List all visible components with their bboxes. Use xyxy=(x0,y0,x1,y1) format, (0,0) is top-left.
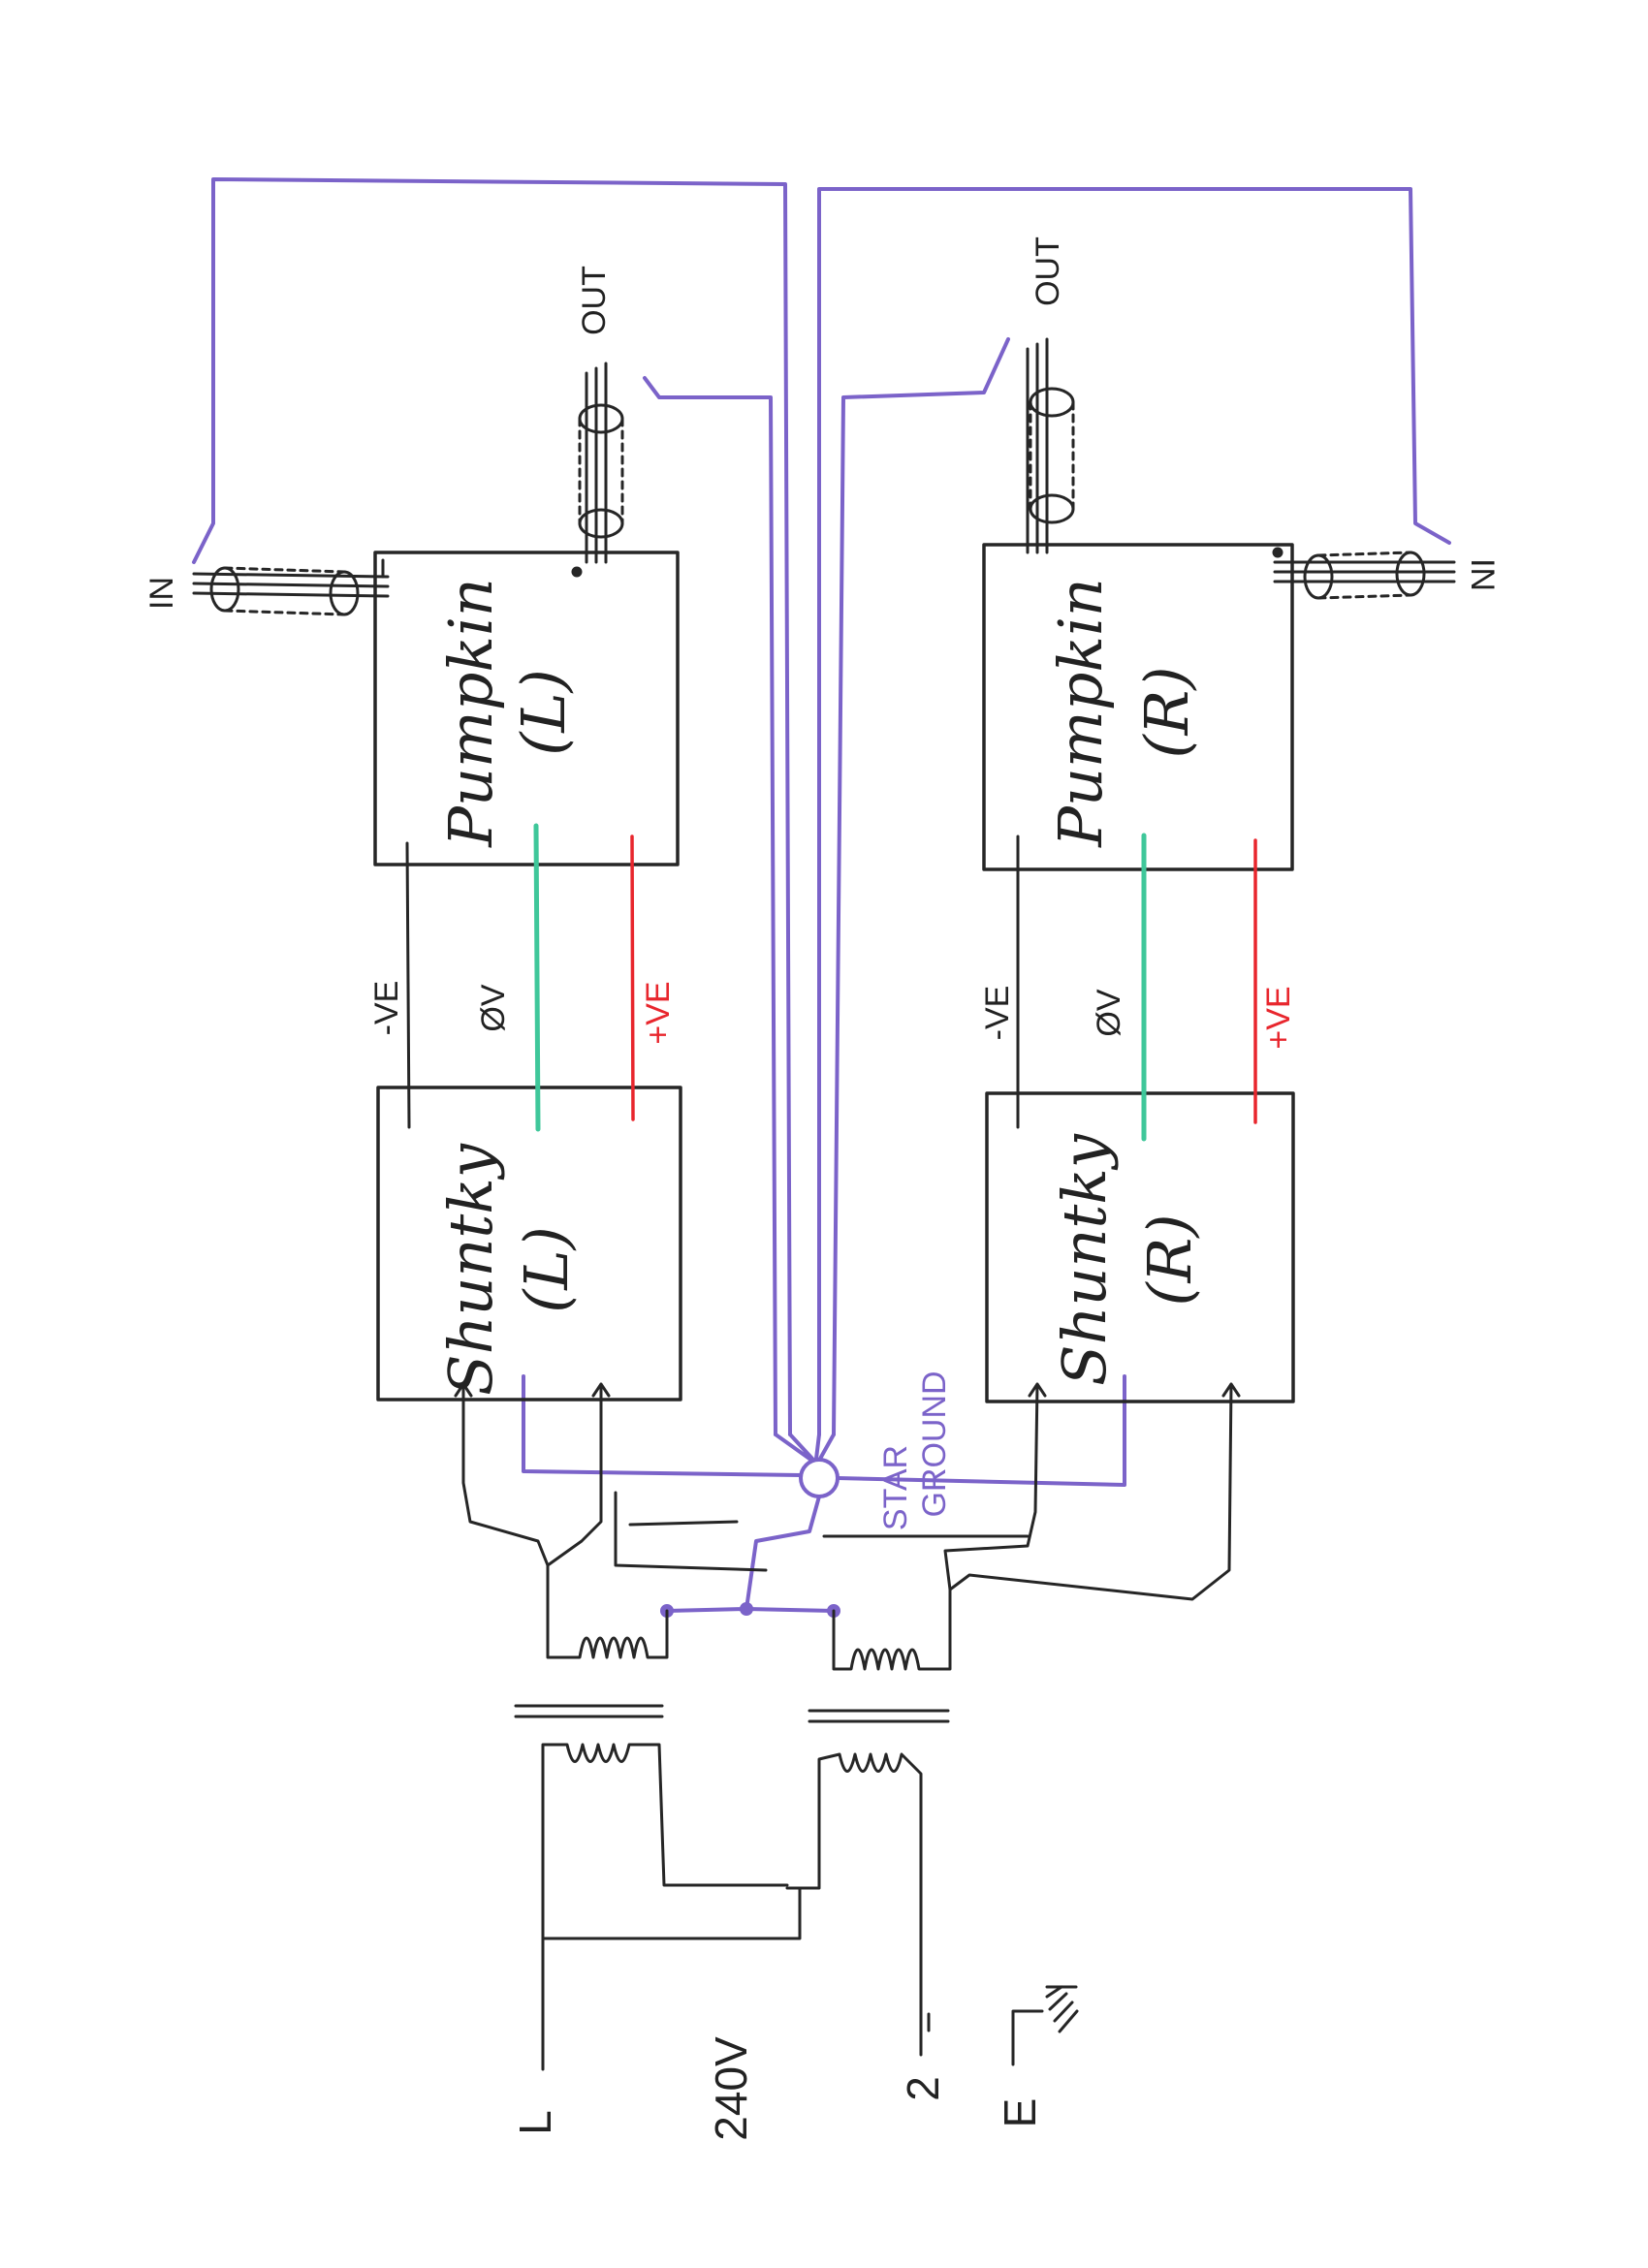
left-feed-return xyxy=(614,1491,768,1572)
rails-left xyxy=(405,823,635,1132)
shuntky-left-channel: (L) xyxy=(511,1226,582,1313)
left-negative-rail xyxy=(405,841,411,1129)
right-out-shield xyxy=(1029,400,1075,511)
star-ground-label-line1: STAR xyxy=(877,1445,914,1530)
left-in-label: IN xyxy=(143,577,180,610)
right-in-label: IN xyxy=(1464,558,1501,591)
right-secondary-winding xyxy=(832,1588,952,1671)
right-in-shield xyxy=(1316,551,1412,600)
right-out-connector xyxy=(1026,337,1075,554)
shuntky-right-box xyxy=(985,1091,1295,1403)
left-positive-rail xyxy=(630,835,635,1121)
right-negative-label: -VE xyxy=(979,986,1016,1041)
right-in-cable xyxy=(1273,560,1456,583)
right-out-label: OUT xyxy=(1030,236,1066,306)
earth-hatch xyxy=(1045,1985,1079,2033)
left-primary-winding xyxy=(541,1743,789,1989)
left-negative-label: -VE xyxy=(368,981,405,1036)
mains-earth-label: E xyxy=(995,2098,1045,2128)
mains-neutral-label: 2 xyxy=(898,2076,948,2101)
mains-cross-link xyxy=(541,1886,802,1940)
left-out-cable xyxy=(585,362,608,564)
shuntky-left-box xyxy=(376,1086,682,1402)
right-in-plug-end xyxy=(1395,551,1426,597)
shuntky-right-channel: (R) xyxy=(1134,1213,1205,1306)
right-in-node xyxy=(1272,547,1284,558)
right-positive-label: +VE xyxy=(1260,986,1297,1049)
right-out-cable xyxy=(1026,337,1049,554)
pumpkin-left-box xyxy=(373,551,680,866)
pumpkin-right-name: Pumpkin xyxy=(1045,578,1116,847)
left-core xyxy=(514,1704,664,1718)
mains-voltage-label: 240V xyxy=(706,2036,756,2141)
left-out-connector xyxy=(571,362,624,578)
left-feed-minus xyxy=(454,1382,550,1611)
left-out-label: OUT xyxy=(576,266,613,335)
left-input-wire xyxy=(192,177,792,1436)
pumpkin-right-box xyxy=(982,543,1294,871)
left-in-connector xyxy=(192,558,390,616)
left-in-shield-end xyxy=(329,570,360,616)
power-wiring xyxy=(454,1382,1241,2071)
left-feed-plus xyxy=(546,1382,611,1567)
right-core xyxy=(808,1709,950,1723)
star-ground-node xyxy=(799,1458,840,1498)
left-output-wire xyxy=(643,376,777,1436)
earth-lead xyxy=(1011,2009,1044,2066)
left-out-shield xyxy=(578,417,624,525)
pumpkin-right-channel: (R) xyxy=(1131,666,1202,758)
right-feed-plus xyxy=(943,1382,1047,1591)
right-primary-winding xyxy=(785,1752,923,2003)
right-input-wire xyxy=(817,187,1451,1436)
left-zero-rail xyxy=(533,823,541,1132)
shuntky-right-name: Shuntky xyxy=(1049,1133,1120,1386)
shuntky-left-name: Shuntky xyxy=(435,1143,506,1396)
left-in-shield xyxy=(223,566,346,616)
pumpkin-left-channel: (L) xyxy=(508,669,579,756)
right-output-wire xyxy=(832,337,1010,1436)
signal-wiring xyxy=(192,177,1451,1618)
mains-line-label: L xyxy=(510,2110,560,2135)
blocks xyxy=(373,543,1295,1403)
left-out-node xyxy=(571,566,583,578)
right-in-connector xyxy=(1272,547,1456,600)
left-positive-label: +VE xyxy=(640,981,677,1044)
left-in-cable xyxy=(192,572,390,598)
shuntky-right-ground-return xyxy=(836,1374,1126,1487)
star-ground-label-line2: GROUND xyxy=(916,1370,953,1517)
centre-tap-node xyxy=(740,1602,753,1616)
mains-neutral-lead xyxy=(919,2000,931,2057)
right-feed-minus xyxy=(948,1382,1241,1601)
pumpkin-left-name: Pumpkin xyxy=(435,578,506,847)
star-funnel xyxy=(774,1433,836,1461)
left-secondary-winding xyxy=(546,1607,669,1659)
rails-right xyxy=(1016,833,1257,1142)
left-zero-label: ØV xyxy=(475,984,512,1031)
shuntky-left-ground-return xyxy=(522,1374,803,1477)
right-zero-label: ØV xyxy=(1091,989,1127,1036)
centre-tap-wire xyxy=(665,1495,836,1613)
